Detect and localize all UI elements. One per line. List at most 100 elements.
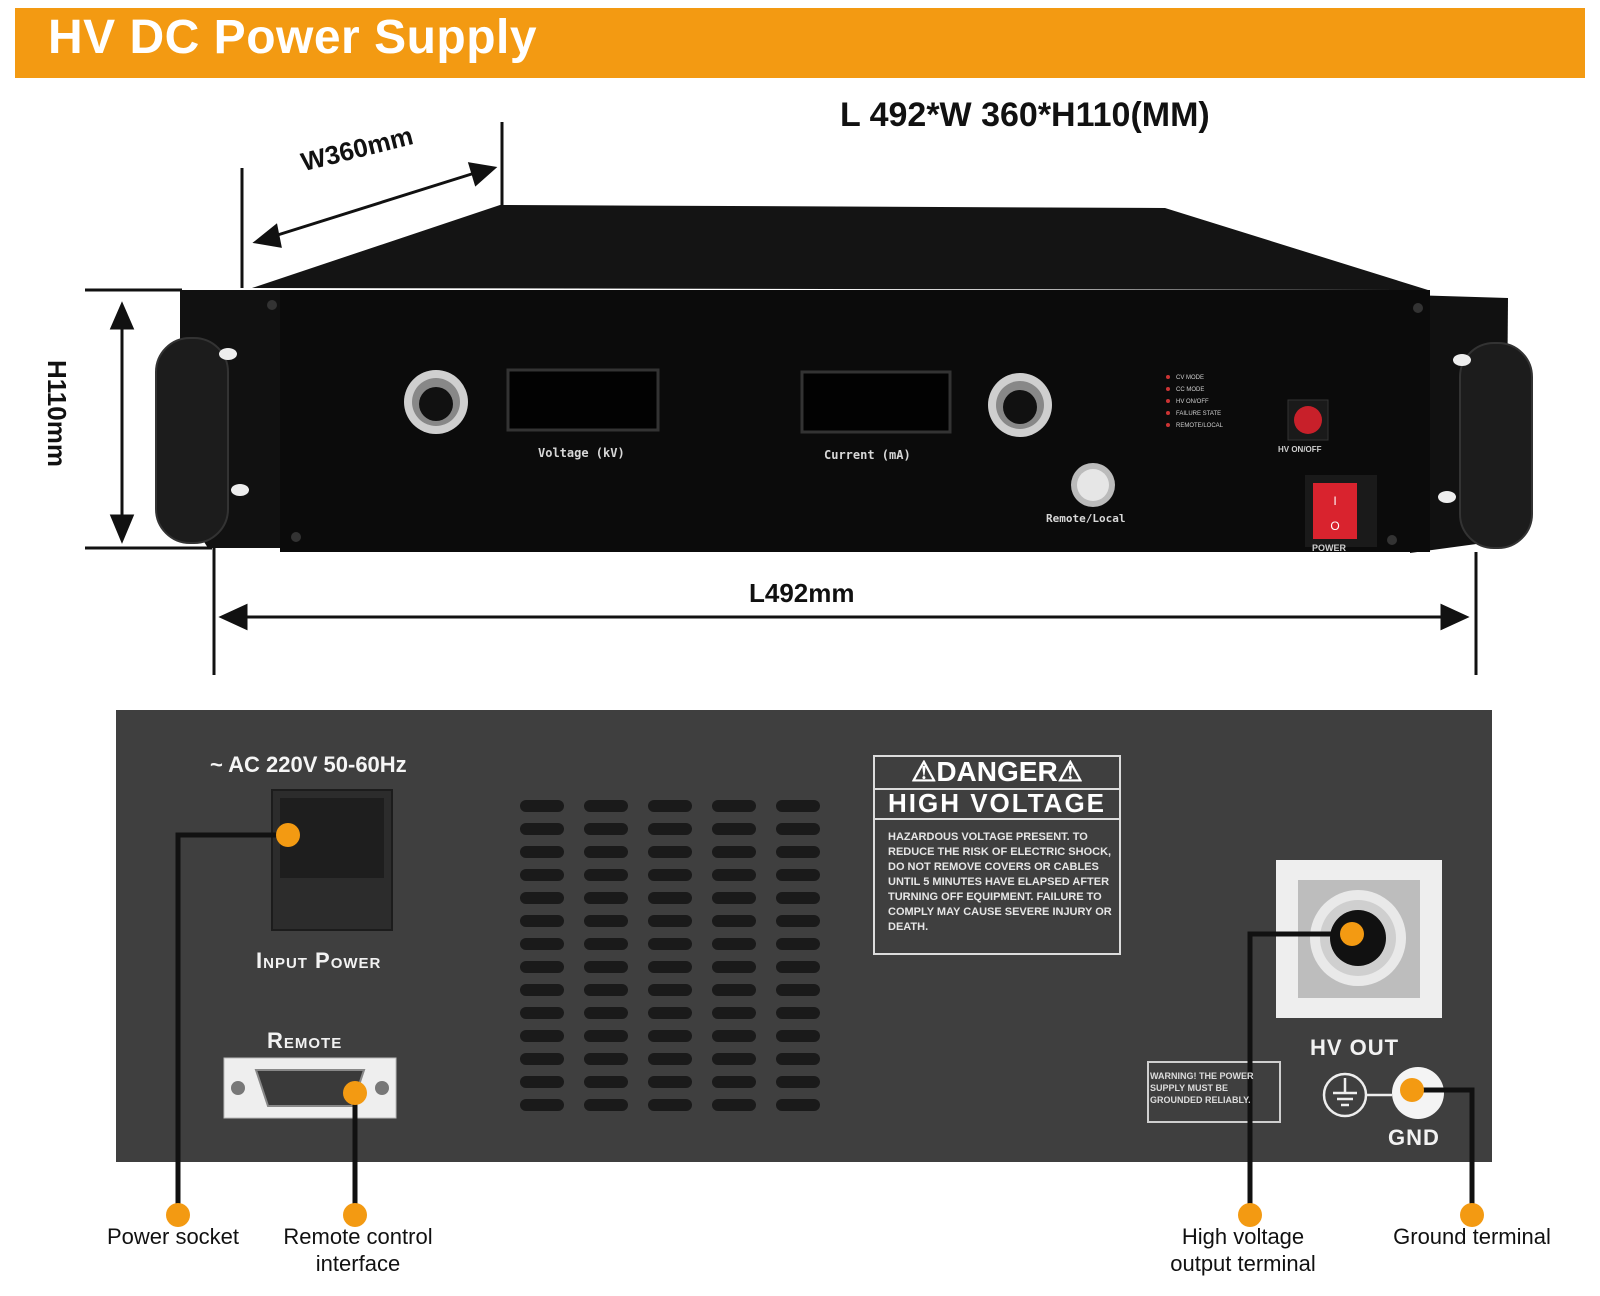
vent-slot — [584, 984, 628, 996]
vent-slot — [712, 892, 756, 904]
title-banner — [15, 8, 1585, 78]
vent-slot — [584, 1030, 628, 1042]
ear-slot-icon — [1453, 354, 1471, 366]
vent-slot — [712, 800, 756, 812]
vent-slot — [648, 1007, 692, 1019]
gnd-label: GND — [1388, 1125, 1440, 1150]
vent-slot — [584, 938, 628, 950]
vent-slot — [648, 823, 692, 835]
power-label: POWER — [1312, 543, 1347, 553]
vent-slot — [520, 961, 564, 973]
chassis-top — [252, 205, 1428, 290]
indicator-label: REMOTE/LOCAL — [1176, 423, 1224, 429]
leader-ground — [1412, 1087, 1475, 1210]
callout-leader-lines — [175, 832, 1475, 1210]
vent-slot — [648, 1076, 692, 1088]
vent-slot — [584, 869, 628, 881]
vent-slot — [520, 915, 564, 927]
ventilation-grille — [520, 800, 820, 1111]
ear-slot-icon — [1438, 491, 1456, 503]
vent-slot — [776, 892, 820, 904]
vent-slot — [584, 1007, 628, 1019]
power-on-symbol: I — [1333, 494, 1336, 508]
ground-symbol-lines — [1333, 1078, 1357, 1107]
vent-slot — [520, 892, 564, 904]
hv-onoff-button[interactable] — [1294, 406, 1322, 434]
current-knob[interactable] — [988, 373, 1052, 437]
vent-slot — [520, 1099, 564, 1111]
vent-slot — [584, 1099, 628, 1111]
vent-slot — [648, 846, 692, 858]
current-display — [800, 370, 952, 434]
vent-slot — [584, 800, 628, 812]
vent-slot — [648, 1053, 692, 1065]
ac-input-label: ~ AC 220V 50-60Hz — [210, 752, 407, 777]
grounding-warning-text: WARNING! THE POWER SUPPLY MUST BE GROUND… — [1150, 1071, 1254, 1105]
screw-icon — [267, 300, 277, 310]
vent-slot — [712, 938, 756, 950]
vent-slot — [712, 1007, 756, 1019]
length-dimension-label: L492mm — [749, 578, 855, 608]
vent-slot — [648, 915, 692, 927]
vent-slot — [776, 984, 820, 996]
indicator-led — [1166, 375, 1170, 379]
vent-slot — [584, 1076, 628, 1088]
vent-slot — [776, 1076, 820, 1088]
vent-slot — [584, 915, 628, 927]
vent-slot — [712, 1053, 756, 1065]
indicator-label: CC MODE — [1176, 387, 1204, 393]
ear-slot-icon — [219, 348, 237, 360]
handle-right — [1459, 342, 1533, 549]
indicator-list: CV MODE CC MODE HV ON/OFF FAILURE STATE … — [1166, 375, 1224, 429]
connector-screw-icon — [375, 1081, 389, 1095]
hazard-warning-text: HAZARDOUS VOLTAGE PRESENT. TO REDUCE THE… — [888, 831, 1112, 933]
vent-slot — [712, 984, 756, 996]
indicator-label: FAILURE STATE — [1176, 411, 1221, 417]
vent-slot — [584, 961, 628, 973]
ear-slot-icon — [231, 484, 249, 496]
vent-slot — [520, 800, 564, 812]
leader-hv-out — [1247, 931, 1355, 1210]
vent-slot — [520, 1076, 564, 1088]
callout-ground-terminal: Ground terminal — [1393, 1224, 1551, 1249]
hv-onoff-label: HV ON/OFF — [1278, 445, 1322, 454]
callout-power-socket: Power socket — [106, 1224, 240, 1249]
power-switch[interactable] — [1313, 483, 1357, 539]
vent-slot — [520, 938, 564, 950]
vent-slot — [648, 1030, 692, 1042]
callout-remote-control-interface: Remote control interface — [283, 1224, 433, 1276]
vent-slot — [712, 846, 756, 858]
height-arrowhead-top — [109, 301, 135, 330]
vent-slot — [776, 938, 820, 950]
vent-slot — [648, 984, 692, 996]
warning-box — [1147, 1061, 1281, 1123]
callout-high-voltage-terminal: High voltage output terminal — [1170, 1224, 1316, 1276]
vent-slot — [520, 984, 564, 996]
page-title: HV DC Power Supply — [48, 11, 538, 64]
remote-label: Remote — [267, 1028, 343, 1053]
vent-slot — [712, 915, 756, 927]
vent-slot — [648, 869, 692, 881]
power-off-symbol: O — [1330, 519, 1339, 533]
height-dimension-label: H110mm — [42, 360, 72, 467]
front-view-drawing: Voltage (kV) Current (mA) CV MODE CC MOD… — [85, 122, 1533, 675]
vent-slot — [776, 1099, 820, 1111]
vent-slot — [712, 961, 756, 973]
handle-left — [155, 337, 229, 544]
vent-slot — [520, 846, 564, 858]
vent-slot — [584, 846, 628, 858]
vent-slot — [776, 800, 820, 812]
voltage-knob[interactable] — [404, 370, 468, 434]
hv-out-label: HV OUT — [1310, 1035, 1400, 1060]
dimension-lines — [85, 122, 1478, 675]
height-arrowhead-bottom — [109, 514, 135, 544]
length-arrowhead-right — [1440, 603, 1470, 631]
screw-icon — [1387, 535, 1397, 545]
vent-slot — [520, 1053, 564, 1065]
danger-title: ⚠DANGER⚠ — [911, 756, 1083, 787]
remote-local-button[interactable] — [1071, 463, 1115, 507]
high-voltage-title: HIGH VOLTAGE — [887, 788, 1107, 818]
screw-icon — [291, 532, 301, 542]
callout-dots — [166, 823, 1484, 1227]
indicator-label: HV ON/OFF — [1176, 399, 1209, 405]
